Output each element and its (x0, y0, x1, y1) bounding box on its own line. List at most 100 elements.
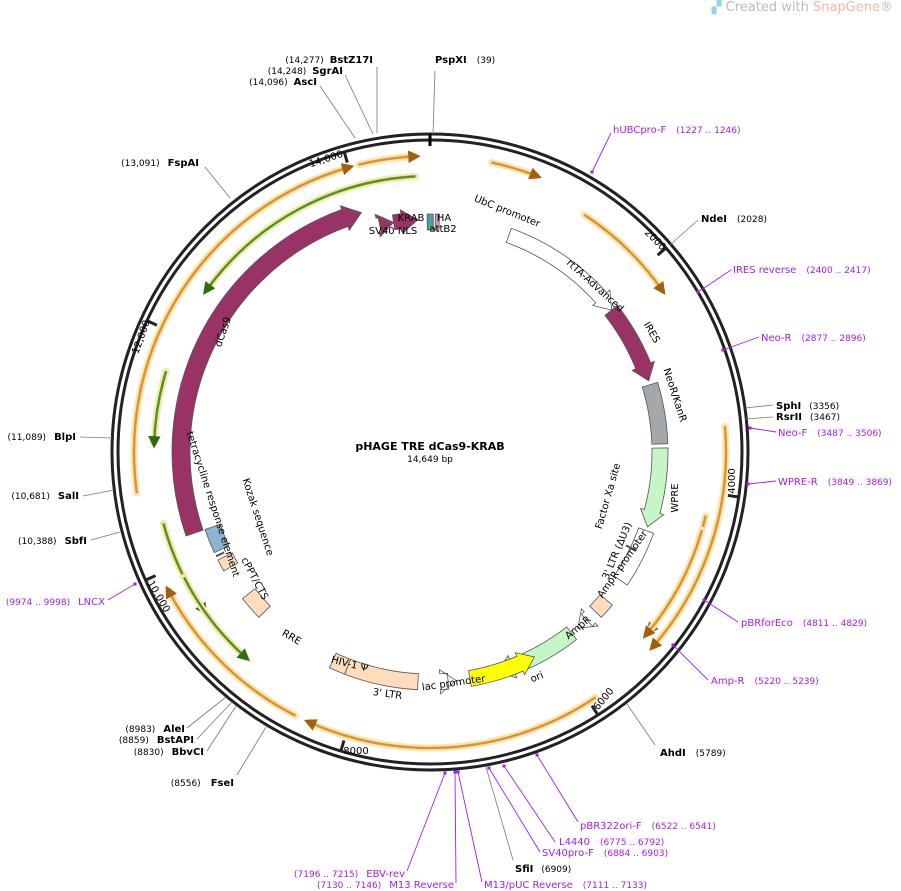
primer-label-m13-reverse: (7130 .. 7146)M13 Reverse (317, 880, 454, 891)
primer-site-marker (746, 482, 750, 486)
primer-site-marker (502, 764, 506, 768)
orf-arrow (203, 175, 416, 295)
feature-label-attb2: attB2 (429, 224, 456, 235)
orf-arrow (165, 585, 297, 717)
feature-label-krab: KRAB (398, 213, 425, 224)
feature-attb2 (426, 213, 434, 231)
site-leader-line (744, 416, 774, 420)
feature-ori (468, 652, 536, 687)
site-label-sgrai: (14,248)SgrAI (268, 66, 343, 77)
ruler-tick (727, 493, 739, 499)
site-label-alei: (8983)AleI (125, 724, 185, 735)
primer-site-marker (671, 643, 675, 647)
primer-site-marker (487, 766, 491, 770)
primer-leader-line (749, 427, 777, 433)
site-label-sbfi: (10,388)SbfI (18, 536, 87, 547)
orf-arrow (148, 370, 168, 449)
primer-site-marker (456, 770, 460, 774)
feature-3ltr-du3 (589, 594, 613, 618)
ruler-tick-label: 8000 (343, 746, 368, 757)
primer-leader-line (107, 583, 136, 601)
site-leader-line (432, 70, 436, 135)
site-leader-line (196, 701, 233, 740)
primer-label-sv40pro-f: SV40pro-F(6884 .. 6903) (542, 848, 668, 859)
orf-arrow (132, 163, 355, 494)
primer-leader-line (747, 480, 777, 485)
primer-site-marker (133, 582, 137, 586)
plasmid-length: 14,649 bp (407, 455, 453, 465)
snapgene-logo-icon: ▞ (711, 0, 722, 15)
primer-leader-line (722, 336, 760, 351)
site-label-bbvci: (8830)BbvCI (134, 747, 204, 758)
primer-site-marker (453, 770, 457, 774)
feature-label-ubc-promoter: UbC promoter (472, 193, 542, 230)
feature-label-ha: HA (437, 213, 452, 224)
primer-label-neo-f: Neo-F(3487 .. 3506) (778, 428, 882, 439)
primer-site-marker (535, 753, 539, 757)
feature-kozak (215, 551, 225, 558)
feature-label-wpre: WPRE (670, 483, 681, 512)
feature-label-sv40-nls: SV40 NLS (369, 226, 418, 237)
primer-label-hubcpro-f: hUBCpro-F(1227 .. 1246) (613, 125, 741, 136)
feature-3ltr (344, 658, 419, 691)
ruler-tick (590, 704, 600, 716)
primer-label-l4440: L4440(6775 .. 6792) (559, 837, 664, 848)
primer-site-marker (443, 771, 447, 775)
feature-label-ori: ori (529, 670, 545, 685)
ruler-tick-label: 10,000 (145, 579, 172, 615)
primer-site-marker (590, 170, 594, 174)
site-label-bstz17i: (14,277)BstZ17I (285, 55, 373, 66)
primer-leader-line (672, 644, 709, 681)
primer-leader-line (591, 132, 612, 173)
feature-lac-promoter (439, 669, 457, 695)
site-label-sphi: SphI(3356) (776, 401, 839, 412)
feature-ampr-promoter (577, 607, 599, 629)
feature-dcas9 (171, 205, 362, 537)
site-label-sfii: SfiI(6909) (515, 864, 571, 875)
site-leader-line (236, 726, 267, 776)
ruler-tick (144, 574, 157, 582)
feature-rre (241, 588, 271, 618)
primer-label-pbr322ori-f: pBR322ori-F(6522 .. 6541) (580, 821, 716, 832)
orf-arrow (491, 161, 542, 180)
primer-leader-line (503, 765, 556, 843)
orf-glow (180, 573, 249, 661)
primer-leader-line (536, 754, 579, 823)
site-label-rsrii: RsrII(3467) (776, 412, 840, 423)
ruler-tick (339, 740, 346, 752)
primer-label-m13-puc-reverse: M13/pUC Reverse(7111 .. 7133) (484, 880, 647, 891)
primer-leader-line (454, 771, 457, 884)
feature-label-rre: RRE (280, 628, 303, 648)
feature-ires (641, 381, 669, 445)
feature-hiv1-psi (328, 652, 351, 675)
orf-glow (165, 587, 300, 720)
snapgene-credit: ▞Created with SnapGene® (711, 0, 893, 15)
feature-ha (434, 213, 440, 231)
primer-leader-line (703, 599, 739, 623)
plasmid-name: pHAGE TRE dCas9-KRAB (355, 440, 504, 453)
primer-label-ebv-rev: (7196 .. 7215)EBV-rev (294, 869, 405, 880)
feature-factor-xa (625, 544, 638, 552)
orf-arrow (358, 150, 421, 167)
site-leader-line (204, 166, 231, 199)
feature-label-kozak: Kozak sequence (240, 477, 275, 557)
ruler-tick (656, 246, 667, 257)
primer-label-wpre-r: WPRE-R(3849 .. 3869) (778, 477, 892, 488)
primer-leader-line (406, 772, 446, 872)
feature-label-factor-xa: Factor Xa site (594, 462, 623, 530)
primer-site-marker (721, 348, 725, 352)
orf-arrow (649, 426, 728, 651)
site-leader-line (79, 436, 113, 439)
site-label-ahdi: AhdI(5789) (660, 748, 726, 759)
primer-leader-line (697, 269, 732, 293)
site-label-blpi: (11,089)BlpI (8, 432, 76, 443)
orf-arrow (182, 576, 250, 662)
orf-arrow (642, 529, 704, 639)
ruler-tick (146, 319, 158, 327)
feature-sv40-nls (374, 213, 395, 238)
site-label-asci: (14,096)AscI (249, 77, 317, 88)
feature-label-ires: IRES (641, 320, 662, 345)
site-leader-line (186, 696, 227, 729)
site-label-fsei: (8556)FseI (171, 778, 234, 789)
